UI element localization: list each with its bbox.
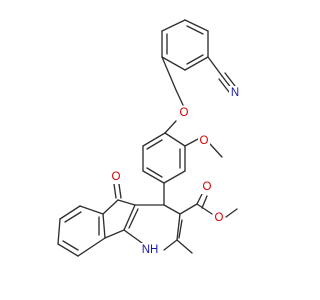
ester-carbonyl-oxygen-label: O: [201, 180, 213, 194]
svg-text:N: N: [231, 87, 239, 99]
amine-nh-label: NH: [141, 243, 160, 257]
ketone-oxygen-label: O: [110, 170, 122, 184]
svg-text:O: O: [215, 212, 224, 224]
atom-labels: N O O O O O NH: [110, 86, 241, 257]
molecule-diagram: N O O O O O NH: [57, 19, 241, 257]
methoxy-oxygen-label: O: [198, 134, 210, 148]
ester-oxygen-label: O: [213, 211, 225, 225]
svg-text:NH: NH: [142, 244, 159, 256]
svg-text:O: O: [200, 135, 209, 147]
svg-text:O: O: [112, 171, 121, 183]
svg-text:O: O: [180, 107, 189, 119]
bond-lines: [57, 19, 238, 257]
ether-oxygen-label: O: [178, 106, 190, 120]
cyano-nitrogen-label: N: [229, 86, 241, 100]
svg-text:O: O: [203, 181, 212, 193]
